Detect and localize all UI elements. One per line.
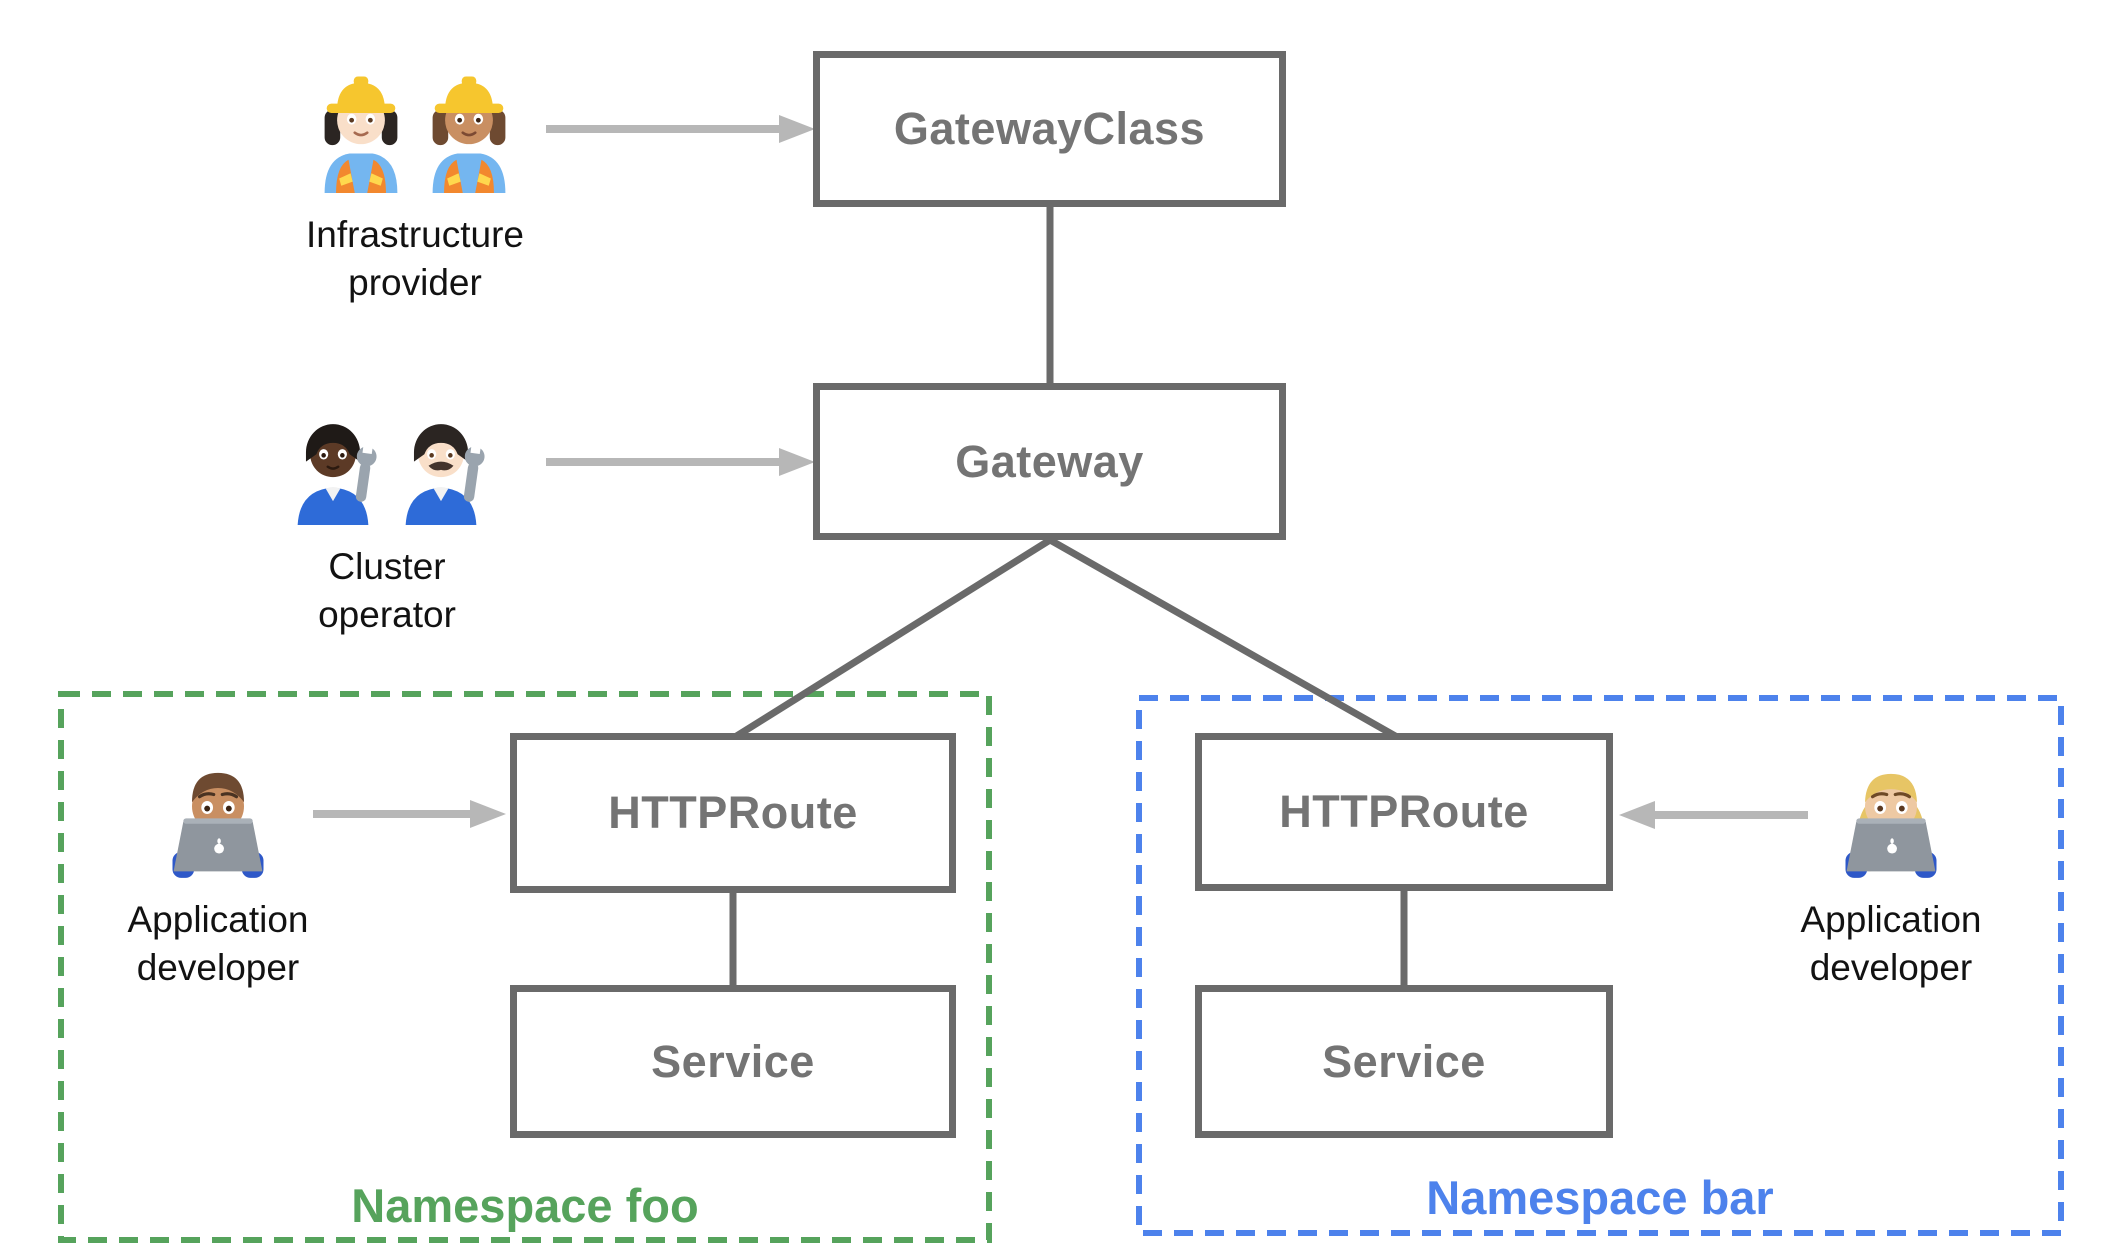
technologist-icon [1845, 773, 1937, 878]
persona-cluster-operator: Cluster operator [237, 394, 537, 639]
hard-hat [326, 76, 396, 113]
httproute-node-bar: HTTPRoute [1195, 733, 1613, 891]
mechanic-icon [297, 424, 377, 525]
service-foo-label: Service [651, 1035, 815, 1087]
service-node-bar: Service [1195, 985, 1613, 1138]
arrow-cluster-operator-to-gateway [546, 448, 815, 476]
construction-worker-icon [432, 76, 506, 193]
namespace-bar-boundary [1136, 695, 2064, 1236]
persona-label: Cluster operator [318, 546, 456, 635]
persona-infrastructure-provider: Infrastructure provider [265, 62, 565, 307]
service-bar-label: Service [1322, 1035, 1486, 1087]
namespace-foo-caption: Namespace foo [351, 1179, 699, 1232]
persona-label: Application developer [127, 899, 309, 988]
persona-label: Application developer [1800, 899, 1982, 988]
hard-hat [434, 76, 504, 113]
httproute-bar-label: HTTPRoute [1279, 786, 1529, 837]
gatewayclass-label: GatewayClass [893, 103, 1206, 154]
persona-label: Infrastructure provider [306, 214, 524, 303]
namespace-bar-caption: Namespace bar [1426, 1171, 1774, 1224]
httproute-node-foo: HTTPRoute [510, 733, 956, 893]
persona-application-developer-bar: Application developer [1741, 750, 2041, 992]
persona-application-developer-foo: Application developer [68, 750, 368, 992]
construction-worker-icon [324, 76, 398, 193]
connector-gateway-httproutes [733, 535, 1399, 741]
service-node-foo: Service [510, 985, 956, 1138]
gatewayclass-node: GatewayClass [813, 51, 1286, 207]
laptop [173, 818, 263, 872]
namespace-foo-boundary [58, 691, 992, 1243]
mustache [428, 461, 454, 471]
technologist-icon [172, 772, 264, 878]
gateway-label: Gateway [955, 435, 1144, 487]
arrow-developer-to-httproute-bar [1619, 801, 1808, 829]
wrench [355, 441, 377, 502]
arrow-developer-to-httproute-foo [313, 800, 506, 828]
laptop [1846, 818, 1936, 872]
gateway-node: Gateway [813, 383, 1286, 540]
mechanic-icon [405, 424, 485, 525]
arrow-infrastructure-to-gatewayclass [546, 115, 815, 143]
httproute-foo-label: HTTPRoute [608, 787, 858, 838]
wrench [463, 441, 485, 502]
